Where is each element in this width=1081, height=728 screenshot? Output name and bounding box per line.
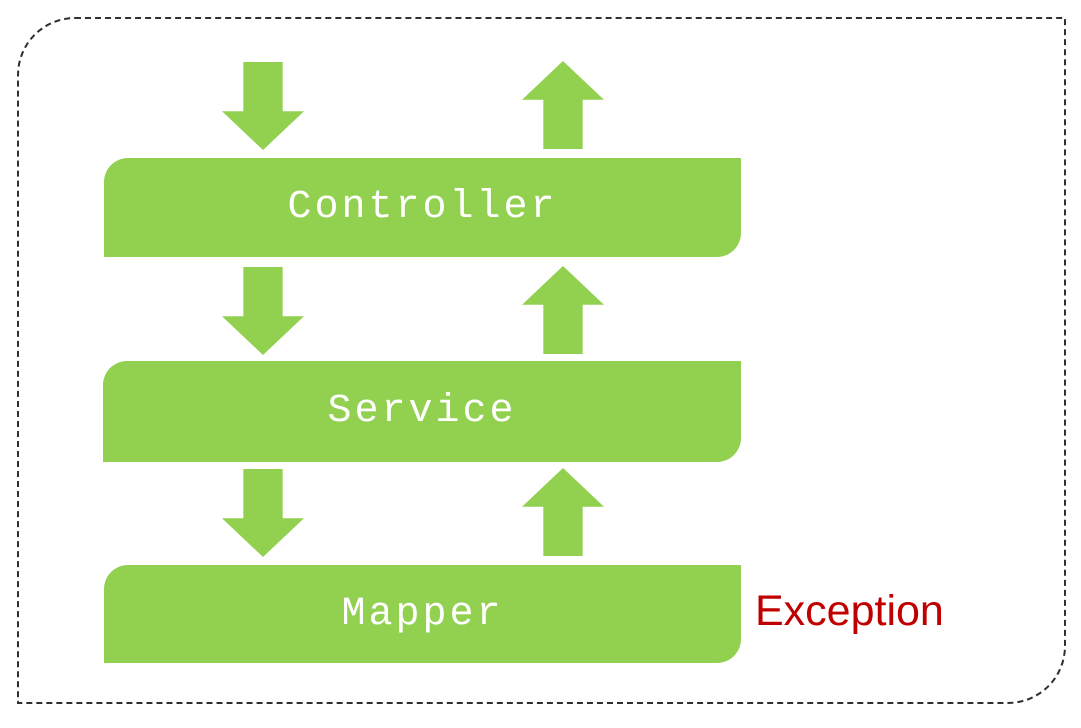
layer-box-controller: Controller [104, 158, 741, 257]
dashed-border-frame [17, 17, 1066, 704]
layer-label-mapper: Mapper [341, 591, 504, 637]
exception-label: Exception [755, 587, 944, 635]
layer-box-mapper: Mapper [104, 565, 741, 663]
layer-label-controller: Controller [287, 185, 558, 230]
layer-label-service: Service [327, 389, 517, 434]
layer-box-service: Service [103, 361, 741, 462]
